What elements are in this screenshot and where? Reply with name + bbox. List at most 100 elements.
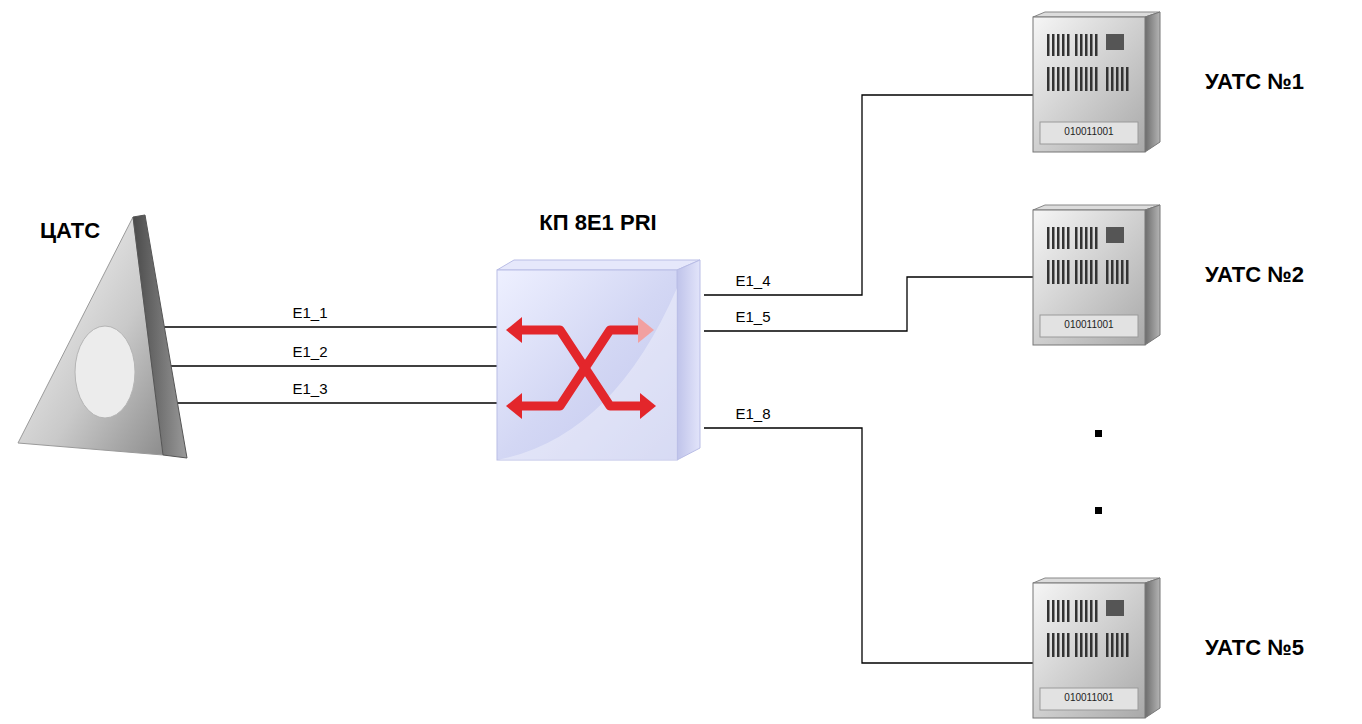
ellipsis-dot	[1095, 430, 1102, 437]
office-exchange: УАТС №2010011001	[1030, 205, 1350, 347]
barcode-bar	[1075, 260, 1078, 284]
barcode-bar	[1047, 633, 1050, 657]
barcode-bar	[1095, 227, 1098, 249]
barcode-bar	[1052, 600, 1055, 622]
barcode-bar	[1062, 633, 1065, 657]
barcode-bar	[1080, 600, 1083, 622]
barcode-bar	[1057, 600, 1060, 622]
barcode-bar	[1075, 633, 1078, 657]
server-indicator	[1106, 227, 1124, 243]
barcode-bar	[1080, 227, 1083, 249]
barcode-bar	[1067, 34, 1070, 56]
barcode-bar	[1121, 633, 1124, 657]
switch-arrow	[518, 330, 642, 406]
barcode-bar	[1106, 260, 1109, 284]
barcode-bar	[1057, 260, 1060, 284]
barcode-bar	[1116, 67, 1119, 91]
line-label: E1_4	[732, 272, 773, 290]
barcode-bar	[1090, 600, 1093, 622]
arrow-head	[638, 317, 654, 343]
central-exchange: ЦАТС	[15, 215, 190, 465]
arrow-head	[506, 317, 522, 343]
office-exchange: УАТС №1 010011001	[1030, 12, 1350, 154]
ellipsis-dot	[1095, 507, 1102, 514]
exchange-disc	[75, 326, 135, 418]
arrow-head	[640, 393, 656, 419]
serial-code: 010011001	[1033, 126, 1145, 138]
exchange-label: ЦАТС	[40, 218, 100, 244]
barcode-bar	[1111, 260, 1114, 284]
barcode-bar	[1126, 67, 1129, 91]
barcode-bar	[1090, 34, 1093, 56]
barcode-bar	[1090, 260, 1093, 284]
barcode-bar	[1047, 600, 1050, 622]
barcode-bar	[1095, 600, 1098, 622]
barcode-bar	[1121, 260, 1124, 284]
server-indicator	[1106, 34, 1124, 50]
switch-arrow	[518, 330, 638, 406]
barcode-bar	[1095, 633, 1098, 657]
barcode-bar	[1047, 34, 1050, 56]
switch-front	[497, 270, 677, 460]
barcode-bar	[1075, 34, 1078, 56]
barcode-bar	[1080, 260, 1083, 284]
barcode-bar	[1095, 260, 1098, 284]
server-front	[1033, 583, 1145, 718]
barcode-bar	[1067, 227, 1070, 249]
barcode-bar	[1067, 260, 1070, 284]
node-illustration	[492, 208, 704, 465]
barcode-bar	[1075, 227, 1078, 249]
arrow-head	[506, 393, 522, 419]
switch-node: КП 8E1 PRI	[492, 208, 708, 465]
barcode-bar	[1095, 67, 1098, 91]
switch-top	[497, 260, 700, 270]
barcode-bar	[1052, 260, 1055, 284]
barcode-bar	[1057, 227, 1060, 249]
office-exchange: УАТС №5 010011001	[1030, 578, 1350, 720]
exchange-label: УАТС №1	[1205, 69, 1304, 95]
node-illustration	[15, 215, 190, 465]
server-front	[1033, 210, 1145, 345]
exchange-side	[133, 215, 187, 458]
barcode-bar	[1057, 34, 1060, 56]
switch-label: КП 8E1 PRI	[492, 210, 704, 236]
barcode-bar	[1047, 227, 1050, 249]
server-side	[1145, 12, 1160, 152]
serial-code: 010011001	[1033, 319, 1145, 331]
barcode-bar	[1126, 260, 1129, 284]
barcode-bar	[1047, 260, 1050, 284]
barcode-bar	[1052, 67, 1055, 91]
barcode-bar	[1075, 600, 1078, 622]
edge-group	[130, 95, 1033, 663]
barcode-bar	[1047, 67, 1050, 91]
line-label: E1_5	[732, 308, 773, 326]
barcode-bar	[1090, 67, 1093, 91]
switch-side	[677, 260, 700, 460]
serial-code: 010011001	[1033, 692, 1145, 704]
barcode-bar	[1085, 67, 1088, 91]
switch-sheen	[497, 288, 677, 460]
exchange-label: УАТС №5	[1205, 635, 1304, 661]
barcode-bar	[1067, 633, 1070, 657]
server-front	[1033, 17, 1145, 152]
server-indicator	[1106, 600, 1124, 616]
barcode-bar	[1062, 260, 1065, 284]
server-side	[1145, 578, 1160, 718]
line-label: E1_3	[289, 380, 330, 398]
barcode-bar	[1057, 67, 1060, 91]
barcode-bar	[1090, 633, 1093, 657]
barcode-bar	[1095, 34, 1098, 56]
barcode-bar	[1067, 67, 1070, 91]
barcode-bar	[1111, 633, 1114, 657]
barcode-bar	[1116, 633, 1119, 657]
line-label: E1_8	[732, 405, 773, 423]
barcode-bar	[1085, 633, 1088, 657]
barcode-bar	[1080, 34, 1083, 56]
line-label: E1_2	[289, 343, 330, 361]
barcode-bar	[1062, 227, 1065, 249]
barcode-bar	[1106, 633, 1109, 657]
barcode-bar	[1106, 67, 1109, 91]
server-top	[1033, 12, 1160, 17]
server-side	[1145, 205, 1160, 345]
